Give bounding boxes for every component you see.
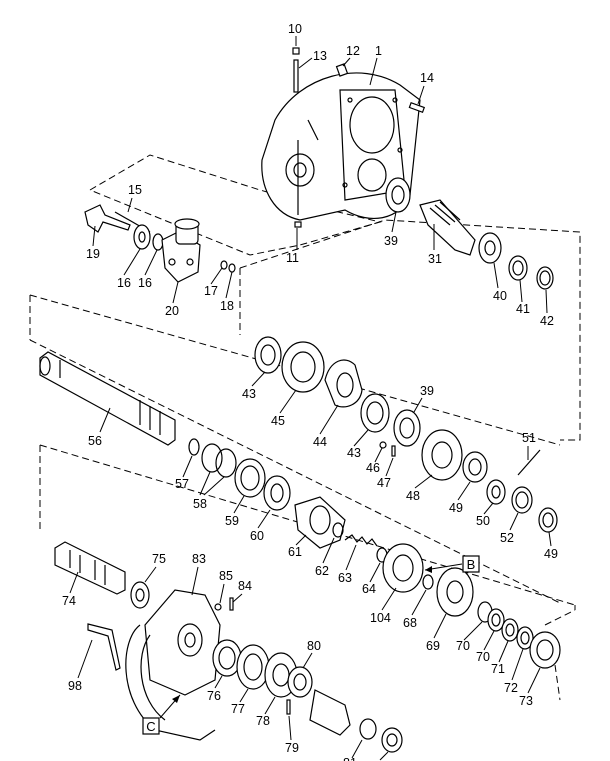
callout: 43: [242, 387, 256, 401]
callout: 62: [315, 564, 329, 578]
callout: 57: [175, 477, 189, 491]
callout: 104: [370, 611, 391, 625]
callout: 52: [500, 531, 514, 545]
callout: 16: [138, 276, 152, 290]
lower-shaft-group: [188, 438, 561, 669]
callout: 84: [238, 579, 252, 593]
callout: 39: [420, 384, 434, 398]
callout: 71: [491, 662, 505, 676]
view-label-c: C: [142, 694, 181, 735]
callout: 68: [403, 616, 417, 630]
view-label-c-text: C: [146, 719, 155, 734]
callout: 49: [544, 547, 558, 561]
callout: 59: [225, 514, 239, 528]
callout: 56: [88, 434, 102, 448]
callout: 81: [343, 756, 357, 761]
callout: 74: [62, 594, 76, 608]
callout: 50: [476, 514, 490, 528]
callout: 51: [522, 431, 536, 445]
callout: 70: [476, 650, 490, 664]
callout: 44: [313, 435, 327, 449]
callout: 48: [406, 489, 420, 503]
callout: 17: [204, 284, 218, 298]
callout: 41: [516, 302, 530, 316]
callout: 58: [193, 497, 207, 511]
callout: 72: [504, 681, 518, 695]
callout: 69: [426, 639, 440, 653]
callout: 46: [366, 461, 380, 475]
callout: 1: [375, 44, 382, 58]
shift-group: [84, 204, 236, 283]
callout: 79: [285, 741, 299, 755]
callout: 61: [288, 545, 302, 559]
callout: 78: [256, 714, 270, 728]
main-shaft: [39, 351, 176, 446]
callout: 85: [219, 569, 233, 583]
callout: 12: [346, 44, 360, 58]
callout: 39: [384, 234, 398, 248]
tool: [87, 623, 121, 671]
view-label-b: B: [424, 555, 480, 573]
countershaft-group: [254, 336, 558, 533]
callouts: 1 10 11 12 13 14 15 16 16 17 18 19: [62, 22, 558, 761]
callout: 98: [68, 679, 82, 693]
callout: 83: [192, 552, 206, 566]
callout: 31: [428, 252, 442, 266]
callout: 63: [338, 571, 352, 585]
callout: 11: [286, 251, 299, 265]
top-small-parts: [292, 47, 426, 228]
callout: 14: [420, 71, 434, 85]
view-label-b-text: B: [467, 557, 476, 572]
callout: 80: [307, 639, 321, 653]
callout: 18: [220, 299, 234, 313]
callout: 75: [152, 552, 166, 566]
callout: 76: [207, 689, 221, 703]
callout: 43: [347, 446, 361, 460]
rear-seal-group: [212, 639, 403, 753]
callout: 20: [165, 304, 179, 318]
callout: 19: [86, 247, 100, 261]
callout: 10: [288, 22, 302, 36]
callout: 64: [362, 582, 376, 596]
callout: 60: [250, 529, 264, 543]
callout: 13: [313, 49, 327, 63]
callout: 40: [493, 289, 507, 303]
callout: 45: [271, 414, 285, 428]
callout: 82: [371, 759, 385, 761]
output-shaft-group: [54, 541, 150, 609]
input-shaft-group: [385, 177, 554, 290]
callout: 15: [128, 183, 142, 197]
callout: 77: [231, 702, 245, 716]
callout: 47: [377, 476, 391, 490]
callout: 49: [449, 501, 463, 515]
callout: 73: [519, 694, 533, 708]
callout: 42: [540, 314, 554, 328]
callout: 70: [456, 639, 470, 653]
callout: 16: [117, 276, 131, 290]
